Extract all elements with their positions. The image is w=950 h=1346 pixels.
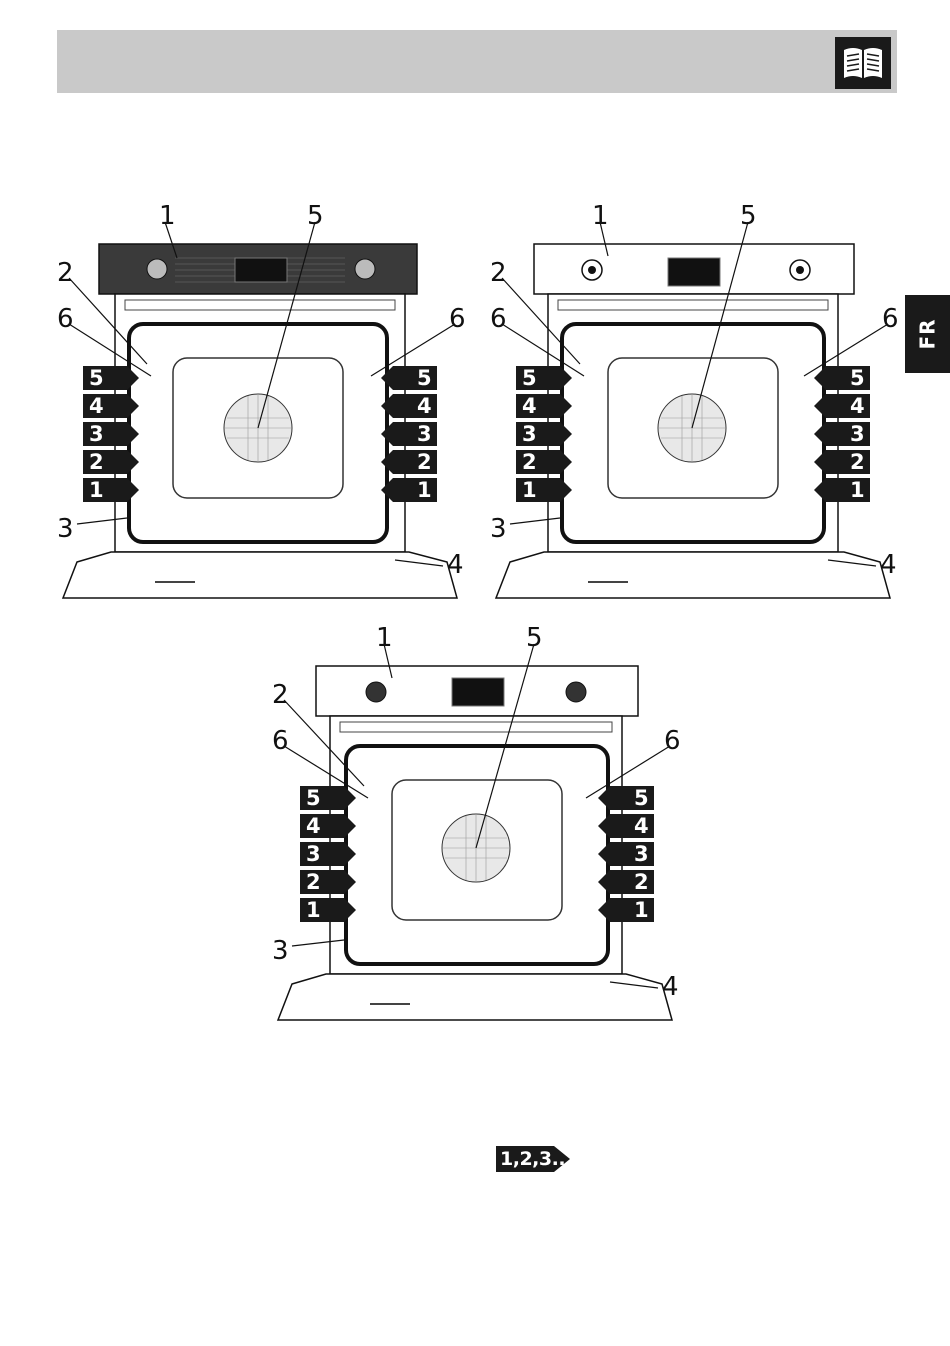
level-left-1: 1 <box>516 478 572 502</box>
level-right-2: 2 <box>381 450 437 474</box>
open-book-icon <box>835 37 891 89</box>
level-left-3: 3 <box>300 842 356 866</box>
level-right-4: 4 <box>598 814 654 838</box>
callout-6-left: 6 <box>57 306 74 332</box>
level-right-4: 4 <box>814 394 870 418</box>
callout-5: 5 <box>526 625 543 651</box>
callout-6-right: 6 <box>882 306 899 332</box>
level-right-3: 3 <box>381 422 437 446</box>
level-right-5: 5 <box>814 366 870 390</box>
level-left-5: 5 <box>300 786 356 810</box>
oven-figure-b: 1 5 2 6 6 3 4 5 4 3 2 1 5 4 3 2 1 <box>488 200 898 610</box>
level-left-2: 2 <box>516 450 572 474</box>
callout-5: 5 <box>307 203 324 229</box>
language-tab[interactable]: FR <box>905 295 950 373</box>
level-right-1: 1 <box>598 898 654 922</box>
callout-1: 1 <box>376 625 393 651</box>
callout-3: 3 <box>57 516 74 542</box>
callout-6-right: 6 <box>664 728 681 754</box>
callout-2: 2 <box>272 682 289 708</box>
level-left-1: 1 <box>83 478 139 502</box>
callout-5: 5 <box>740 203 757 229</box>
level-right-2: 2 <box>814 450 870 474</box>
level-left-2: 2 <box>300 870 356 894</box>
callout-3: 3 <box>272 938 289 964</box>
callout-1: 1 <box>592 203 609 229</box>
level-left-3: 3 <box>516 422 572 446</box>
callout-2: 2 <box>490 260 507 286</box>
callout-4: 4 <box>662 974 679 1000</box>
level-left-5: 5 <box>516 366 572 390</box>
level-left-3: 3 <box>83 422 139 446</box>
level-left-1: 1 <box>300 898 356 922</box>
level-left-4: 4 <box>83 394 139 418</box>
callout-6-left: 6 <box>272 728 289 754</box>
sequence-badge-label: 1,2,3... <box>500 1146 572 1172</box>
header-bar <box>57 30 897 93</box>
callout-4: 4 <box>447 552 464 578</box>
level-left-4: 4 <box>516 394 572 418</box>
level-left-5: 5 <box>83 366 139 390</box>
callout-3: 3 <box>490 516 507 542</box>
callout-6-left: 6 <box>490 306 507 332</box>
level-right-4: 4 <box>381 394 437 418</box>
callout-4: 4 <box>880 552 897 578</box>
oven-figure-c: 1 5 2 6 6 3 4 5 4 3 2 1 5 4 3 2 1 <box>270 622 680 1032</box>
callout-6-right: 6 <box>449 306 466 332</box>
level-right-2: 2 <box>598 870 654 894</box>
callout-1: 1 <box>159 203 176 229</box>
level-left-2: 2 <box>83 450 139 474</box>
language-tab-label: FR <box>916 318 940 349</box>
level-right-5: 5 <box>381 366 437 390</box>
level-right-1: 1 <box>381 478 437 502</box>
sequence-badge: 1,2,3... <box>496 1146 570 1172</box>
level-right-1: 1 <box>814 478 870 502</box>
level-right-3: 3 <box>814 422 870 446</box>
callout-2: 2 <box>57 260 74 286</box>
level-right-5: 5 <box>598 786 654 810</box>
oven-figure-a: 1 5 2 6 6 3 4 5 4 3 2 1 5 4 3 2 1 <box>55 200 465 610</box>
level-left-4: 4 <box>300 814 356 838</box>
level-right-3: 3 <box>598 842 654 866</box>
